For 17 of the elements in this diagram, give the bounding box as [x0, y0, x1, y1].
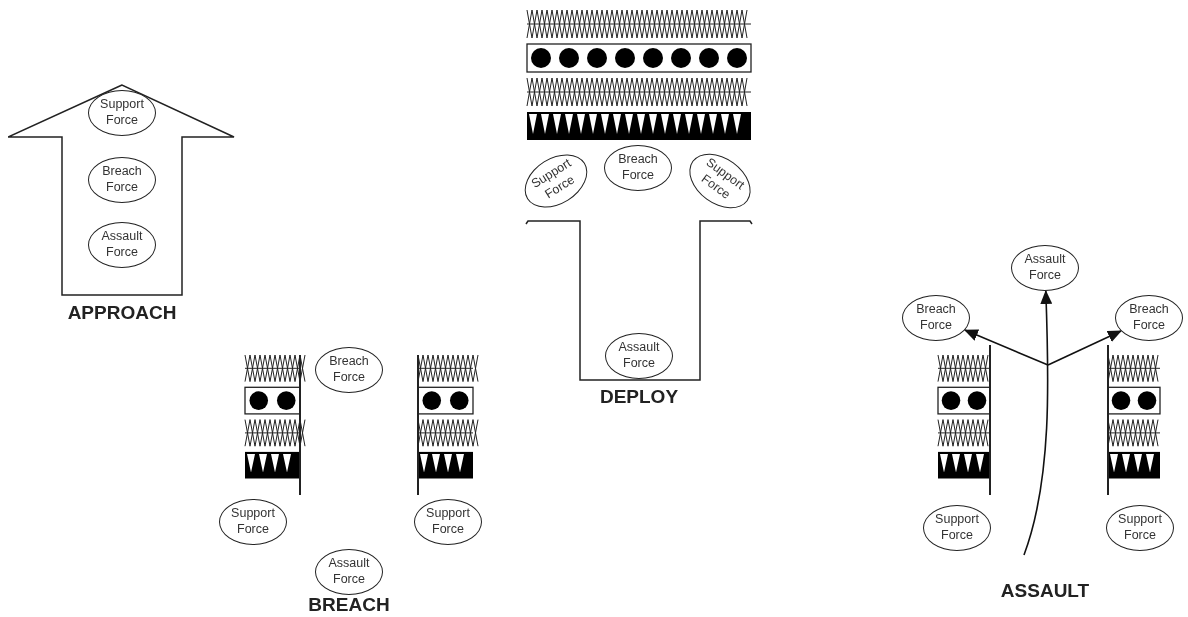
phase-title: DEPLOY: [599, 386, 679, 408]
force-ellipse: Support Force: [923, 505, 991, 551]
force-ellipse: Breach Force: [604, 145, 672, 191]
force-ellipse: Breach Force: [315, 347, 383, 393]
force-ellipse: Breach Force: [902, 295, 970, 341]
phase-title: ASSAULT: [1000, 580, 1090, 602]
force-ellipse: Support Force: [219, 499, 287, 545]
phase-title: APPROACH: [67, 302, 177, 324]
arrow: [1047, 330, 1122, 366]
force-ellipse: Assault Force: [315, 549, 383, 595]
force-ellipse: Breach Force: [1115, 295, 1183, 341]
force-ellipse: Assault Force: [1011, 245, 1079, 291]
force-ellipse: Support Force: [1106, 505, 1174, 551]
arrow: [964, 329, 1049, 366]
phase-title: BREACH: [308, 594, 390, 616]
arrow: [1023, 290, 1053, 556]
force-ellipse: Support Force: [414, 499, 482, 545]
